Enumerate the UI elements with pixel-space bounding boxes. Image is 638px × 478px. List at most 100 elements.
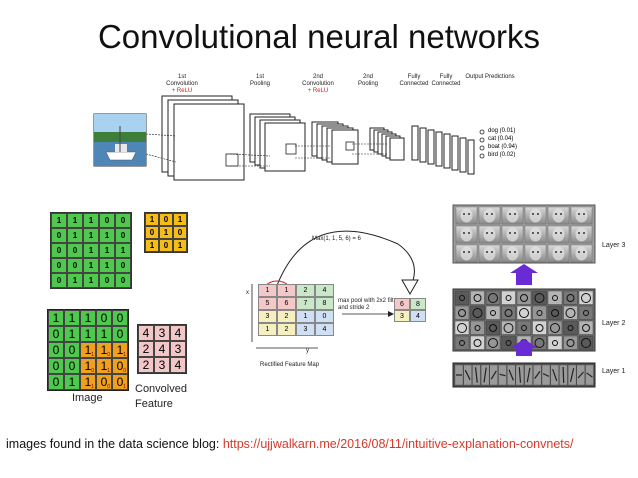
matrix-cell: 1 bbox=[99, 258, 115, 273]
edge-feature-line bbox=[508, 369, 514, 381]
matrix-cell: 1 bbox=[173, 213, 187, 226]
part-feature-shape bbox=[566, 294, 575, 302]
face-shape bbox=[529, 227, 542, 242]
matrix-cell: 1 bbox=[115, 243, 131, 258]
pool1-feature-maps bbox=[249, 113, 306, 172]
matrix-cell: 1 bbox=[277, 284, 296, 297]
image-caption: Image bbox=[72, 392, 103, 404]
edge-feature-line bbox=[464, 369, 471, 381]
face-eye bbox=[578, 213, 580, 215]
part-feature-shape bbox=[534, 293, 545, 303]
matrix-cell: 4 bbox=[410, 310, 426, 322]
matrix-cell: 4 bbox=[315, 323, 334, 336]
face-eye bbox=[486, 213, 488, 215]
stage-label-line2: Convolution bbox=[302, 81, 334, 87]
matrix-cell: 0 bbox=[99, 213, 115, 228]
stage-label-line2: Fully bbox=[407, 74, 421, 80]
part-feature-shape bbox=[505, 340, 512, 346]
face-eye bbox=[578, 251, 580, 253]
matrix-cell: 1 bbox=[64, 326, 80, 342]
edge-feature-line bbox=[490, 370, 497, 380]
edge-feature-line bbox=[562, 367, 565, 383]
part-feature-shape bbox=[567, 325, 574, 331]
source-link[interactable]: https://ujjwalkarn.me/2016/08/11/intuiti… bbox=[222, 437, 574, 451]
face-shape bbox=[575, 246, 588, 261]
kernel-weight-subscript: 1 bbox=[123, 384, 126, 390]
face-eye bbox=[491, 213, 493, 215]
stage-label-line2: Pooling bbox=[357, 81, 378, 87]
part-feature-shape bbox=[504, 309, 513, 317]
part-feature-tile bbox=[547, 290, 563, 305]
face-eye bbox=[583, 251, 585, 253]
matrix-cell: 0 bbox=[48, 358, 64, 374]
matrix-cell: 2 bbox=[277, 323, 296, 336]
matrix-cell: 0 bbox=[51, 228, 67, 243]
matrix-cell: 0 bbox=[48, 326, 64, 342]
face-eye bbox=[555, 251, 557, 253]
stage-label-line1: 1st bbox=[177, 74, 186, 80]
face-shape bbox=[483, 246, 496, 261]
face-eye bbox=[486, 232, 488, 234]
matrix-cell: 0 bbox=[112, 310, 128, 326]
matrix-cell: 4 bbox=[170, 325, 186, 341]
kernel-weight-subscript: 0 bbox=[123, 368, 126, 374]
part-feature-tile bbox=[470, 290, 485, 305]
stage-label-line3: Connected bbox=[399, 81, 429, 87]
matrix-cell: 1 bbox=[51, 213, 67, 228]
kernel-weight-subscript: 1 bbox=[91, 384, 94, 390]
matrix-cell: 2 bbox=[277, 310, 296, 323]
matrix-cell: 4 bbox=[154, 341, 170, 357]
face-eye bbox=[463, 232, 465, 234]
face-eye bbox=[578, 232, 580, 234]
part-feature-tile bbox=[454, 305, 470, 320]
matrix-cell: 1 bbox=[83, 258, 99, 273]
edge-feature-line bbox=[474, 367, 478, 383]
source-footer: images found in the data science blog: h… bbox=[6, 437, 573, 451]
matrix-cell: 3 bbox=[258, 310, 277, 323]
part-feature-shape bbox=[488, 293, 498, 303]
stage-label-line2: Output Predictions bbox=[465, 74, 515, 80]
face-shape bbox=[460, 246, 473, 261]
edge-feature-line bbox=[569, 368, 575, 382]
features-svg bbox=[452, 204, 596, 388]
face-eye bbox=[537, 251, 539, 253]
layer2-label: Layer 2 bbox=[602, 320, 626, 327]
face-shape bbox=[506, 246, 519, 261]
matrix-cell: 0 bbox=[48, 374, 64, 390]
stage-label-line2: Fully bbox=[439, 74, 453, 80]
part-feature-shape bbox=[519, 308, 529, 318]
matrix-cell: 0 bbox=[115, 273, 131, 288]
part-feature-tile bbox=[532, 320, 547, 335]
part-feature-shape bbox=[488, 338, 498, 348]
matrix-cell: 3 bbox=[154, 357, 170, 373]
part-feature-shape bbox=[457, 323, 467, 333]
matrix-cell: 0 bbox=[64, 358, 80, 374]
conv1-feature-maps bbox=[161, 95, 245, 181]
matrix-cell: 0 bbox=[315, 310, 334, 323]
learned-features-panel: Layer 3 Layer 2 Layer 1 bbox=[450, 202, 630, 392]
matrix-cell: 1 bbox=[64, 374, 80, 390]
face-eye bbox=[491, 232, 493, 234]
part-feature-shape bbox=[521, 325, 527, 331]
matrix-cell: 0 bbox=[48, 342, 64, 358]
face-eye bbox=[532, 251, 534, 253]
face-eye bbox=[555, 232, 557, 234]
face-shape bbox=[460, 208, 473, 223]
part-feature-shape bbox=[473, 294, 482, 302]
kernel-weight-subscript: 0 bbox=[107, 384, 110, 390]
edge-feature-line bbox=[552, 368, 558, 382]
matrix-cell: 0 bbox=[51, 258, 67, 273]
curve-arrow-head bbox=[401, 279, 419, 296]
matrix-cell: 0 bbox=[67, 258, 83, 273]
edge-feature-line bbox=[518, 367, 522, 383]
part-feature-shape bbox=[535, 324, 544, 332]
matrix-cell: 0 bbox=[115, 228, 131, 243]
matrix-cell: 0 bbox=[64, 342, 80, 358]
matrix-cell: 0 bbox=[99, 273, 115, 288]
